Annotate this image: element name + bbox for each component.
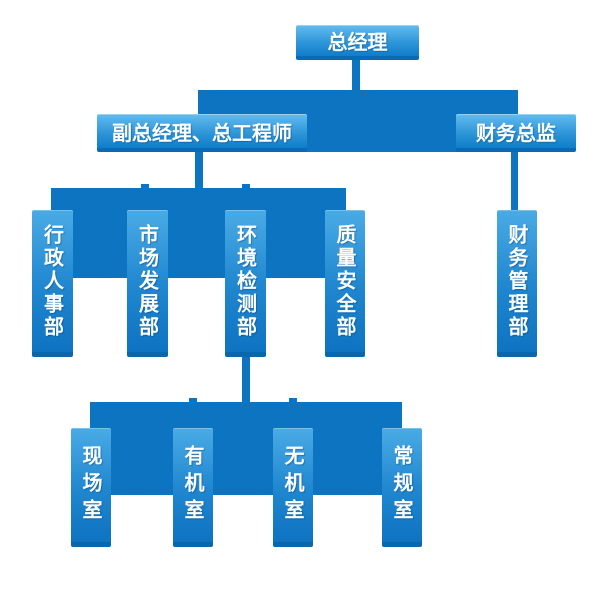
connector-stub-environment-dept <box>242 184 250 188</box>
node-organic-room-label: 有机室 <box>181 444 205 526</box>
connector-level4-bar <box>90 402 402 495</box>
node-finance-director-label: 财务总监 <box>476 120 556 145</box>
node-market-development-dept: 市场发展部 <box>127 210 168 357</box>
node-routine-room-label: 常规室 <box>390 444 414 526</box>
node-finance-management-dept-label: 财务管理部 <box>505 223 529 339</box>
node-site-room: 现场室 <box>71 428 111 547</box>
node-deputy-gm-chief-engineer-label: 副总经理、总工程师 <box>112 120 292 145</box>
connector-root-down <box>352 60 360 90</box>
connector-stub-organic-room <box>189 398 197 402</box>
node-general-manager-label: 总经理 <box>327 30 388 54</box>
node-admin-hr-dept-label: 行政人事部 <box>40 223 65 339</box>
node-environment-testing-dept: 环境检测部 <box>225 210 266 357</box>
node-market-development-dept-label: 市场发展部 <box>135 223 160 339</box>
node-finance-director: 财务总监 <box>456 114 576 152</box>
node-admin-hr-dept: 行政人事部 <box>32 210 73 357</box>
node-quality-safety-dept-label: 质量安全部 <box>333 223 357 339</box>
connector-deputy-gm-down <box>195 152 203 188</box>
connector-level3-bar <box>51 188 346 278</box>
connector-environment-dept-down <box>242 357 250 402</box>
node-environment-testing-dept-label: 环境检测部 <box>233 223 258 339</box>
node-inorganic-room-label: 无机室 <box>281 444 305 526</box>
node-inorganic-room: 无机室 <box>273 428 313 547</box>
node-finance-management-dept: 财务管理部 <box>497 210 537 357</box>
node-deputy-gm-chief-engineer: 副总经理、总工程师 <box>97 114 307 152</box>
node-organic-room: 有机室 <box>173 428 213 547</box>
connector-finance-director-down <box>511 152 518 210</box>
node-quality-safety-dept: 质量安全部 <box>325 210 365 357</box>
connector-stub-market-dept <box>141 184 149 188</box>
connector-stub-inorganic-room <box>289 398 297 402</box>
node-site-room-label: 现场室 <box>79 444 103 526</box>
node-general-manager: 总经理 <box>296 25 419 60</box>
node-routine-room: 常规室 <box>382 428 422 547</box>
